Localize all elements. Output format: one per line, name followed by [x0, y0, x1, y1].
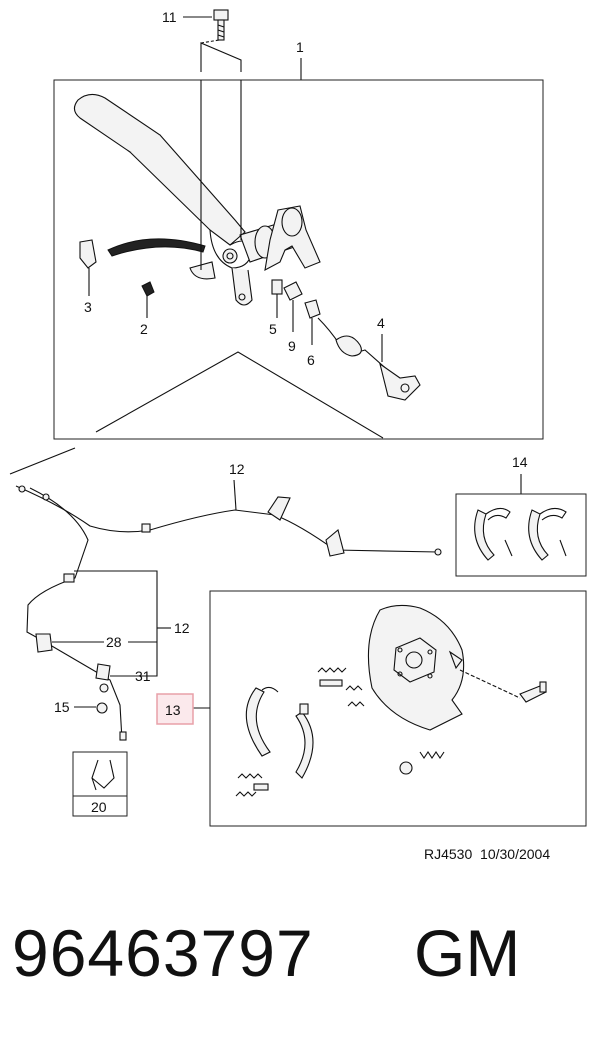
callout-15: 15: [54, 699, 70, 715]
pivot-bracket: [239, 205, 321, 272]
brake-shoe-pair-14: [474, 507, 567, 561]
assembly-box-1: [53, 79, 544, 440]
callout-5: 5: [269, 321, 277, 337]
shoe-right: [295, 703, 314, 779]
callout-2: 2: [140, 321, 148, 337]
bolt-11: [213, 9, 229, 41]
callout-3: 3: [84, 299, 92, 315]
pin-5: [271, 279, 283, 318]
callout-12-side: 12: [174, 620, 190, 636]
callout-28: 28: [106, 634, 122, 650]
rear-cable-assembly-12: [9, 447, 442, 741]
clevis-9: [283, 281, 303, 332]
bolt-backing-plate: [459, 669, 547, 703]
callout-13: 13: [165, 702, 181, 718]
callout-13-highlight: [156, 693, 194, 725]
callout-12-top: 12: [229, 461, 245, 477]
callout-1: 1: [296, 39, 304, 55]
brake-shoe-kit-box-14: [455, 493, 587, 577]
shoe-left: [245, 686, 279, 757]
screw-2: [141, 281, 155, 318]
callout-4: 4: [377, 315, 385, 331]
clip-3: [79, 239, 97, 296]
handbrake-lever: [73, 93, 253, 306]
callout-11: 11: [162, 9, 177, 25]
part-box-20: [72, 751, 128, 817]
callout-14: 14: [512, 454, 528, 470]
callout-6: 6: [307, 352, 315, 368]
clip-6: [304, 299, 321, 345]
callout-31: 31: [135, 668, 151, 684]
brand-label: GM: [414, 916, 521, 990]
springs-and-pins: [235, 667, 445, 797]
callout-20: 20: [91, 799, 107, 815]
front-cable-4: [317, 317, 421, 401]
callout-9: 9: [288, 338, 296, 354]
backing-plate: [367, 604, 465, 731]
part-number: 96463797: [12, 916, 314, 990]
reference-code: RJ4530 10/30/2004: [424, 846, 551, 862]
